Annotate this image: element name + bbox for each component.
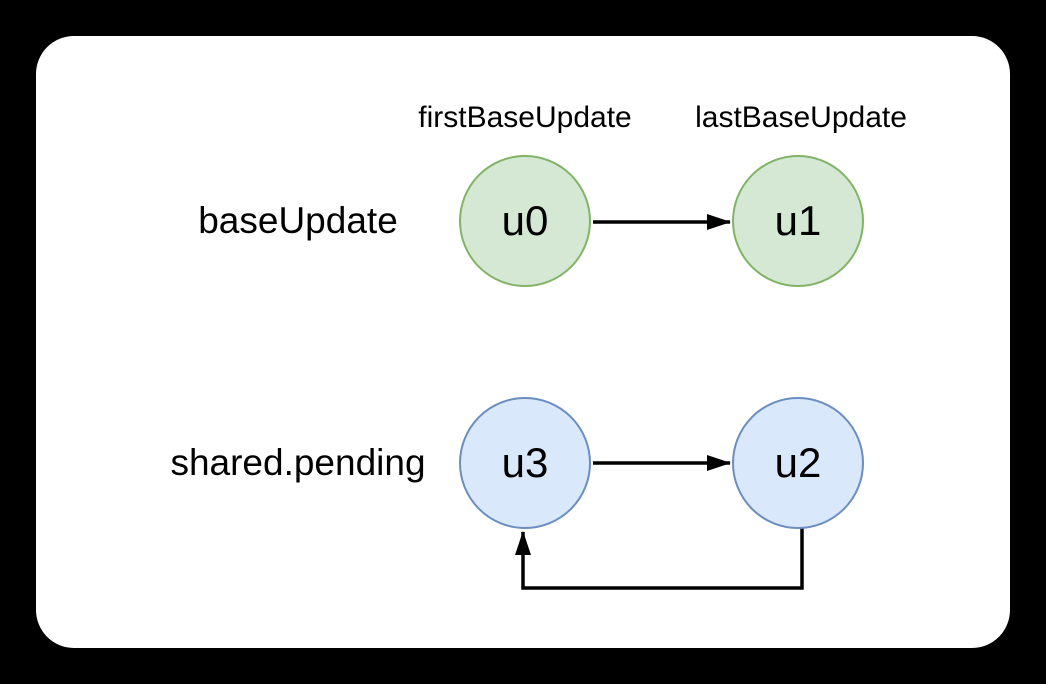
diagram-card: firstBaseUpdate lastBaseUpdate baseUpdat… bbox=[36, 36, 1010, 648]
caption-last-base-update: lastBaseUpdate bbox=[695, 101, 907, 134]
row-label-shared-pending: shared.pending bbox=[170, 442, 426, 483]
node-u1: u1 bbox=[732, 155, 864, 287]
node-u0: u0 bbox=[459, 155, 591, 287]
node-u2: u2 bbox=[732, 397, 864, 529]
row-label-base-update: baseUpdate bbox=[198, 200, 398, 241]
edge-u2-to-u3-loop-arrow bbox=[515, 528, 804, 590]
node-u3: u3 bbox=[459, 397, 591, 529]
caption-first-base-update: firstBaseUpdate bbox=[418, 101, 632, 134]
